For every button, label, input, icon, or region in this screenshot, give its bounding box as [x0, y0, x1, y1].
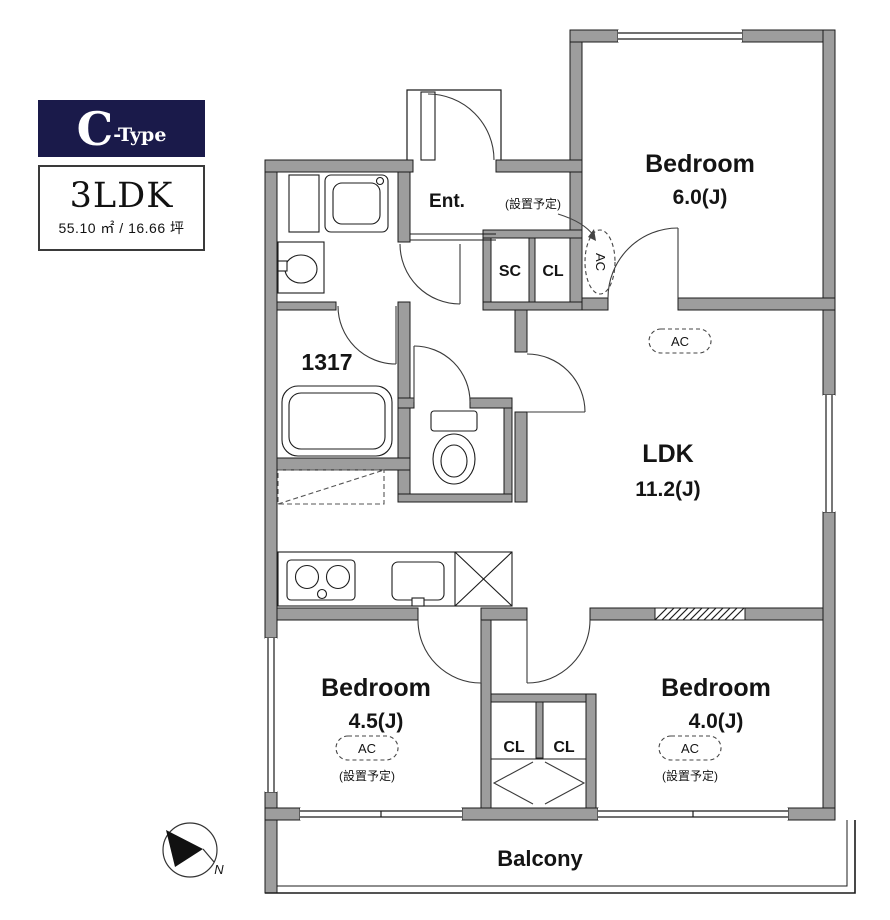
bathtub-icon — [281, 385, 393, 457]
windows — [265, 30, 835, 820]
type-suffix: -Type — [113, 123, 167, 146]
window-ldk-right — [823, 395, 835, 512]
type-letter: C — [76, 101, 114, 156]
planned-label-bedroom-left: (設置予定) — [339, 768, 395, 783]
high-window-bedroom-right — [654, 607, 746, 621]
ac-label-bedroom-right: AC — [681, 741, 699, 756]
structure-lines — [265, 89, 856, 894]
plan-name: 3LDK — [69, 176, 174, 217]
ac-label-bedroom-left: AC — [358, 741, 376, 756]
ac-unit-bedroom-top — [557, 213, 616, 295]
window-bedroom-top — [618, 30, 742, 42]
bedroom-right-door — [526, 619, 591, 684]
balcony-door-right — [598, 808, 788, 820]
ac-unit-bedroom-right — [658, 735, 722, 761]
plan-info-box: 3LDK 55.10 ㎡ / 16.66 坪 — [38, 165, 205, 251]
sink-icon — [391, 561, 445, 607]
room-size-bedroom-right: 4.0(J) — [689, 710, 744, 733]
ac-unit-bedroom-left — [335, 735, 399, 761]
room-label-bedroom-right: Bedroom — [661, 674, 771, 702]
kitchen-counter — [277, 551, 513, 607]
washing-machine-icon — [288, 174, 389, 233]
closet-bottom-left-label: CL — [503, 739, 525, 756]
bedroom-top-door — [607, 227, 679, 299]
room-size-bedroom-left: 4.5(J) — [349, 710, 404, 733]
compass-needle-line — [202, 848, 215, 863]
type-badge: C -Type — [38, 100, 205, 157]
balcony-inner-line — [277, 820, 848, 887]
plan-area: 55.10 ㎡ / 16.66 坪 — [58, 219, 185, 236]
ac-label-bedroom-top: AC — [593, 253, 608, 271]
walls — [264, 29, 836, 894]
north-arrow-icon — [166, 830, 203, 867]
ac-units — [335, 213, 722, 761]
window-bedroom-left — [265, 638, 277, 792]
bathroom-door — [337, 305, 397, 365]
room-size-bedroom-top: 6.0(J) — [673, 186, 728, 209]
entrance-door — [420, 91, 495, 161]
entrance-step — [410, 233, 496, 241]
compass-north-label: N — [214, 862, 224, 877]
room-label-bedroom-left: Bedroom — [321, 674, 431, 702]
room-label-bedroom-top: Bedroom — [645, 150, 755, 178]
room-size-ldk: 11.2(J) — [635, 478, 700, 501]
toilet-icon — [430, 410, 478, 485]
washroom-door — [399, 243, 461, 305]
entrance-label: Ent. — [429, 191, 465, 212]
stove-icon — [286, 559, 356, 601]
bath-size-label: 1317 — [301, 349, 352, 375]
toilet-door — [413, 345, 471, 403]
ldk-door — [526, 353, 586, 413]
wash-basin-icon — [277, 241, 325, 294]
balcony-outer-line — [265, 820, 856, 894]
room-label-ldk: LDK — [642, 440, 693, 468]
doors — [337, 91, 679, 805]
closet-top-label: CL — [542, 263, 564, 280]
entrance-porch-outline — [406, 89, 502, 160]
closet-bifold-doors — [492, 761, 586, 805]
closet-bottom-right-label: CL — [553, 739, 575, 756]
compass: N — [162, 822, 224, 878]
fixtures — [277, 174, 513, 607]
ac-unit-ldk — [648, 328, 712, 354]
refrigerator-space — [277, 469, 385, 505]
planned-label-top: (設置予定) — [505, 196, 561, 211]
balcony-door-left — [300, 808, 462, 820]
labels: Bedroom 6.0(J) LDK 11.2(J) Bedroom 4.5(J… — [301, 150, 770, 871]
bedroom-left-door — [417, 619, 482, 684]
planned-label-bedroom-right: (設置予定) — [662, 768, 718, 783]
shoe-closet-label: SC — [499, 263, 522, 280]
balcony-label: Balcony — [497, 846, 583, 871]
ac-label-ldk: AC — [671, 334, 689, 349]
